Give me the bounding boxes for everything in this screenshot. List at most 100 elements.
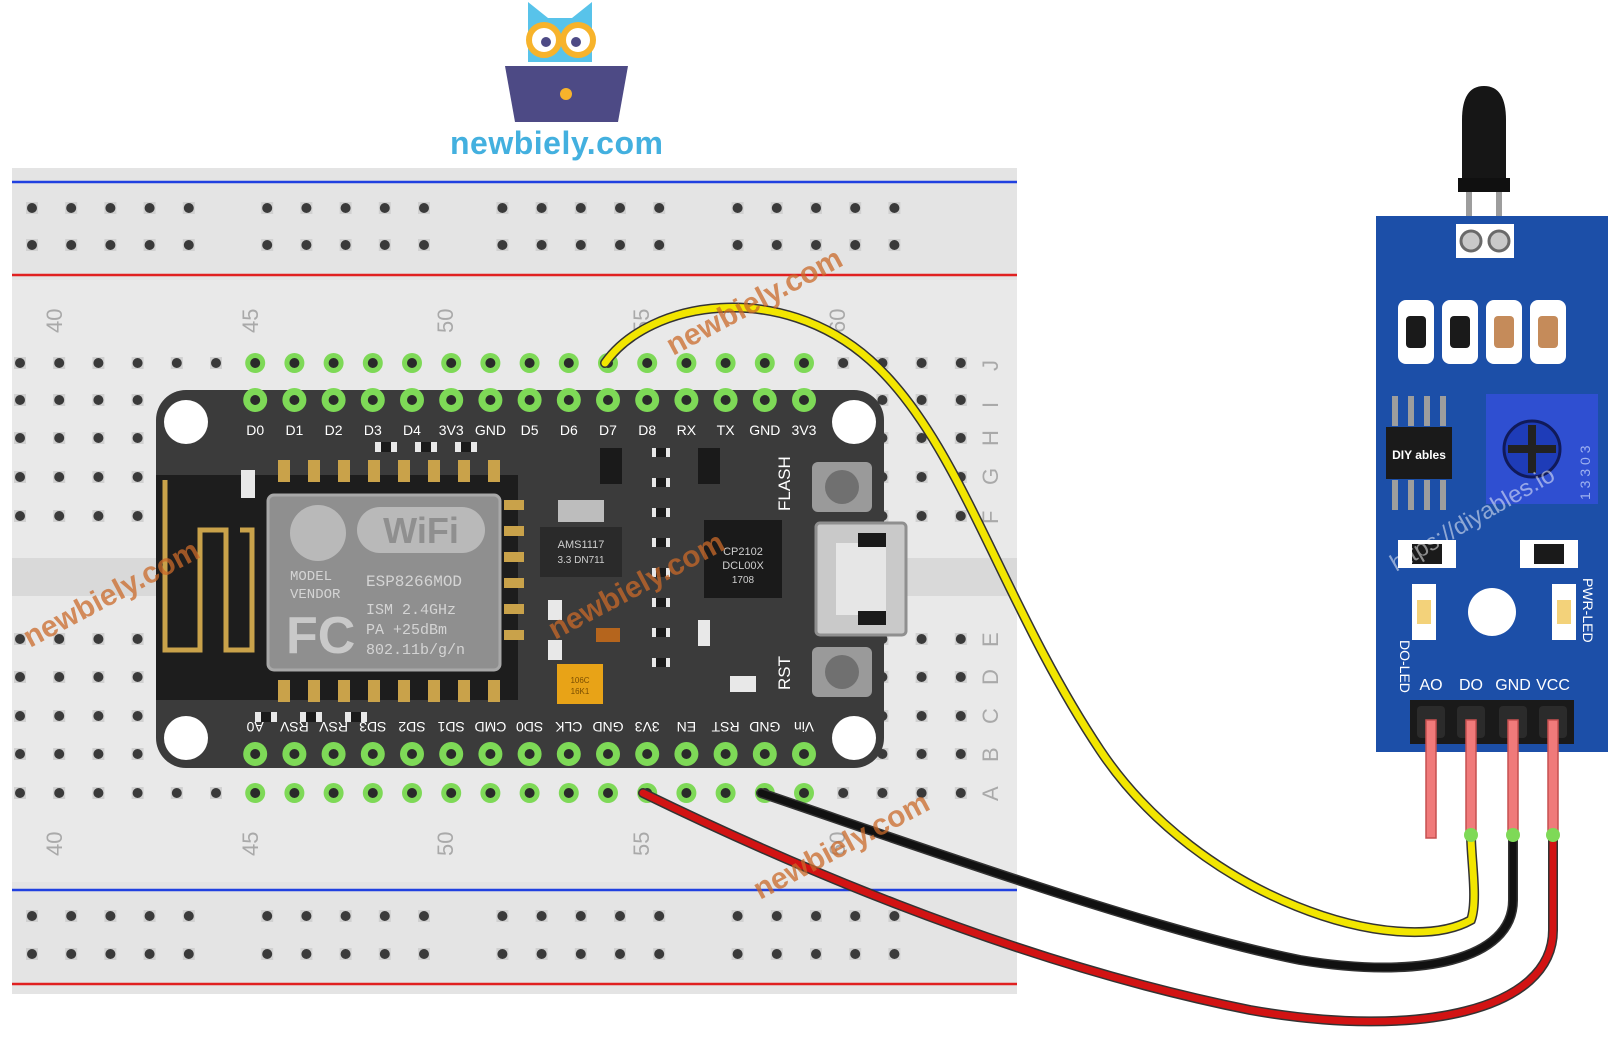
breadboard-hole[interactable] [144, 203, 155, 213]
breadboard-hole[interactable] [536, 949, 547, 959]
breadboard-hole[interactable] [144, 911, 155, 921]
breadboard-hole[interactable] [955, 749, 966, 759]
breadboard-hole[interactable] [340, 911, 351, 921]
breadboard-hole[interactable] [497, 911, 508, 921]
breadboard-hole[interactable] [93, 433, 104, 443]
breadboard-hole[interactable] [262, 949, 273, 959]
breadboard-hole[interactable] [15, 788, 25, 798]
breadboard-hole[interactable] [54, 672, 65, 682]
breadboard-hole[interactable] [419, 203, 429, 213]
breadboard-hole[interactable] [171, 788, 182, 798]
breadboard-hole-active[interactable] [720, 788, 731, 798]
breadboard-hole[interactable] [955, 395, 966, 405]
breadboard-hole[interactable] [93, 788, 104, 798]
breadboard-hole[interactable] [916, 749, 927, 759]
breadboard-hole[interactable] [916, 472, 927, 482]
breadboard-hole[interactable] [15, 749, 25, 759]
breadboard-hole[interactable] [144, 949, 155, 959]
breadboard-hole[interactable] [811, 240, 821, 250]
breadboard-hole-active[interactable] [681, 358, 692, 368]
breadboard-hole[interactable] [15, 433, 25, 443]
breadboard-hole[interactable] [15, 711, 25, 721]
breadboard-hole-active[interactable] [446, 788, 457, 798]
breadboard-hole[interactable] [654, 240, 665, 250]
breadboard-hole[interactable] [66, 949, 77, 959]
breadboard-hole[interactable] [615, 911, 625, 921]
breadboard-hole[interactable] [54, 711, 65, 721]
breadboard-hole[interactable] [211, 788, 221, 798]
breadboard-hole-active[interactable] [603, 788, 613, 798]
breadboard-hole-active[interactable] [446, 358, 457, 368]
breadboard-hole-active[interactable] [367, 358, 378, 368]
breadboard-hole[interactable] [419, 949, 429, 959]
breadboard-hole[interactable] [771, 911, 782, 921]
breadboard-hole[interactable] [15, 511, 25, 521]
breadboard-hole[interactable] [301, 240, 312, 250]
breadboard-hole[interactable] [916, 433, 927, 443]
breadboard-hole[interactable] [54, 788, 65, 798]
breadboard-hole[interactable] [955, 433, 966, 443]
breadboard-hole[interactable] [105, 203, 116, 213]
breadboard-hole[interactable] [575, 240, 586, 250]
breadboard-hole[interactable] [105, 949, 116, 959]
breadboard-hole-active[interactable] [485, 358, 496, 368]
breadboard-hole[interactable] [419, 240, 429, 250]
breadboard-hole-active[interactable] [289, 358, 300, 368]
breadboard-hole-active[interactable] [328, 358, 339, 368]
breadboard-hole[interactable] [54, 433, 65, 443]
breadboard-hole[interactable] [54, 511, 65, 521]
breadboard-hole[interactable] [27, 240, 37, 250]
breadboard-hole[interactable] [262, 203, 273, 213]
breadboard-hole[interactable] [536, 911, 547, 921]
breadboard-hole[interactable] [654, 911, 665, 921]
breadboard-hole[interactable] [132, 358, 143, 368]
breadboard-hole-active[interactable] [367, 788, 378, 798]
breadboard-hole[interactable] [732, 240, 743, 250]
breadboard-hole[interactable] [15, 472, 25, 482]
breadboard-hole[interactable] [771, 203, 782, 213]
breadboard-hole[interactable] [183, 949, 194, 959]
breadboard-hole-active[interactable] [250, 788, 261, 798]
breadboard-hole[interactable] [877, 788, 888, 798]
breadboard-hole[interactable] [916, 511, 927, 521]
breadboard-hole-active[interactable] [563, 788, 574, 798]
breadboard-hole[interactable] [955, 711, 966, 721]
breadboard-hole[interactable] [93, 749, 104, 759]
breadboard-hole[interactable] [54, 634, 65, 644]
breadboard-hole[interactable] [93, 472, 104, 482]
breadboard-hole[interactable] [93, 672, 104, 682]
breadboard-hole-active[interactable] [642, 358, 653, 368]
breadboard-hole[interactable] [850, 240, 861, 250]
breadboard-hole[interactable] [850, 911, 861, 921]
breadboard-hole[interactable] [536, 203, 547, 213]
breadboard-hole[interactable] [850, 203, 861, 213]
breadboard-hole[interactable] [811, 911, 821, 921]
breadboard-hole[interactable] [916, 358, 927, 368]
breadboard-hole[interactable] [497, 203, 508, 213]
breadboard-hole[interactable] [615, 949, 625, 959]
breadboard-hole[interactable] [183, 911, 194, 921]
breadboard-hole[interactable] [301, 911, 312, 921]
breadboard-hole[interactable] [93, 634, 104, 644]
breadboard-hole[interactable] [301, 203, 312, 213]
breadboard-hole[interactable] [916, 711, 927, 721]
breadboard-hole[interactable] [27, 911, 37, 921]
breadboard-hole[interactable] [916, 634, 927, 644]
breadboard-hole[interactable] [838, 358, 849, 368]
breadboard-hole[interactable] [15, 358, 25, 368]
breadboard-hole-active[interactable] [328, 788, 339, 798]
breadboard-hole[interactable] [301, 949, 312, 959]
breadboard-hole[interactable] [955, 672, 966, 682]
breadboard-hole-active[interactable] [524, 788, 535, 798]
breadboard-hole[interactable] [732, 203, 743, 213]
breadboard-hole[interactable] [171, 358, 182, 368]
breadboard-hole[interactable] [132, 634, 143, 644]
breadboard-hole[interactable] [916, 395, 927, 405]
breadboard-hole[interactable] [955, 788, 966, 798]
breadboard-hole-active[interactable] [681, 788, 692, 798]
breadboard-hole[interactable] [105, 911, 116, 921]
breadboard-hole[interactable] [955, 634, 966, 644]
breadboard-hole[interactable] [66, 240, 77, 250]
breadboard-hole[interactable] [889, 240, 900, 250]
breadboard-hole[interactable] [132, 788, 143, 798]
